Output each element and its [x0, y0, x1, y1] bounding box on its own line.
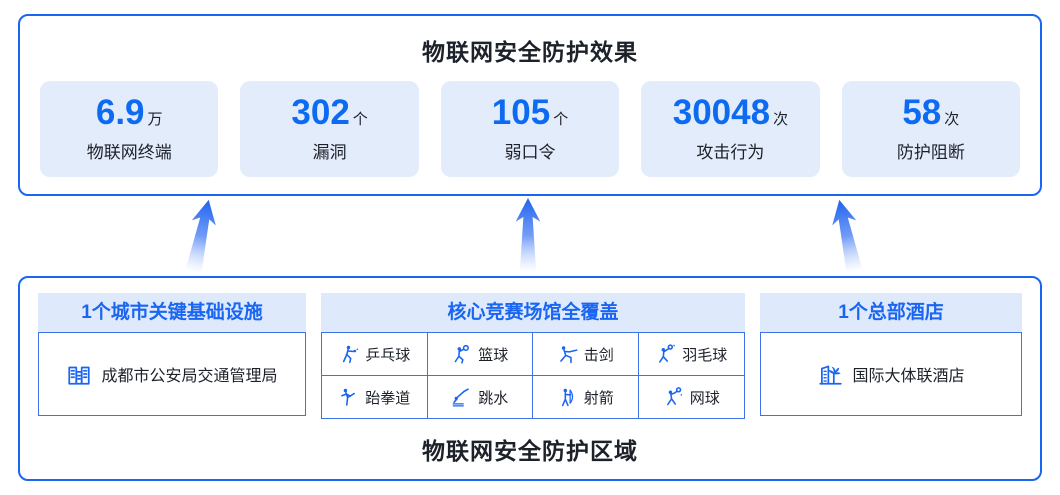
hotel-icon — [817, 361, 843, 387]
sport-cell-archery: 射箭 — [533, 376, 639, 418]
stat-unit: 次 — [773, 111, 789, 128]
stat-card-blocks: 58 次 防护阻断 — [841, 81, 1021, 177]
stat-card-iot-terminals: 6.9 万 物联网终端 — [40, 81, 219, 177]
sport-cell-fencing: 击剑 — [533, 333, 639, 376]
sport-label: 篮球 — [478, 346, 509, 364]
building-icon — [66, 361, 92, 387]
up-arrow-icon — [171, 194, 232, 278]
zone-header: 1个城市关键基础设施 — [38, 293, 306, 332]
sport-label: 跳水 — [478, 389, 509, 407]
zones-row: 1个城市关键基础设施 成都市公安局交通管理局 核心竞赛场馆全覆盖 — [20, 278, 1040, 419]
sports-grid: 乒乓球 篮球 — [321, 332, 745, 419]
diving-icon — [451, 387, 472, 408]
stat-unit: 万 — [147, 111, 163, 128]
protection-effect-title: 物联网安全防护效果 — [422, 39, 638, 65]
table-tennis-icon — [338, 344, 359, 365]
stat-label: 攻击行为 — [696, 143, 765, 162]
sport-cell-diving: 跳水 — [428, 376, 533, 418]
tennis-icon — [663, 386, 684, 408]
stat-card-vulnerabilities: 302 个 漏洞 — [240, 81, 419, 177]
stats-row: 6.9 万 物联网终端 302 个 漏洞 105 个 弱口令 30048 次 攻… — [20, 81, 1040, 177]
badminton-icon — [655, 343, 676, 365]
stat-value: 302 — [291, 93, 350, 132]
protection-area-title: 物联网安全防护区域 — [422, 438, 638, 464]
sport-cell-badminton: 羽毛球 — [638, 333, 744, 376]
protection-effect-panel: 物联网安全防护效果 6.9 万 物联网终端 302 个 漏洞 105 个 弱口令 — [18, 14, 1042, 196]
zone-headquarters-hotel: 1个总部酒店 国际大体联酒店 — [760, 293, 1022, 419]
protection-area-panel: 1个城市关键基础设施 成都市公安局交通管理局 核心竞赛场馆全覆盖 — [18, 276, 1042, 481]
stat-unit: 个 — [352, 111, 368, 128]
sport-label: 乒乓球 — [365, 346, 411, 364]
stat-value: 105 — [491, 93, 551, 132]
sport-label: 跆拳道 — [365, 389, 411, 407]
sport-cell-table-tennis: 乒乓球 — [322, 333, 428, 376]
sport-cell-tennis: 网球 — [639, 376, 745, 418]
zone-competition-venues: 核心竞赛场馆全覆盖 乒乓球 — [321, 293, 745, 419]
zone-item-label: 成都市公安局交通管理局 — [101, 368, 278, 385]
up-arrow-icon — [817, 194, 878, 278]
stat-label: 漏洞 — [312, 143, 347, 162]
stat-label: 防护阻断 — [896, 143, 965, 162]
stat-value: 6.9 — [95, 93, 145, 132]
zone-header: 核心竞赛场馆全覆盖 — [321, 293, 745, 332]
stat-card-weak-passwords: 105 个 弱口令 — [440, 81, 620, 177]
taekwondo-icon — [338, 387, 359, 408]
stat-label: 物联网终端 — [86, 143, 172, 162]
stat-unit: 次 — [944, 111, 960, 128]
sport-label: 网球 — [689, 389, 720, 407]
stat-label: 弱口令 — [504, 143, 556, 162]
fencing-icon — [557, 344, 578, 365]
sport-label: 击剑 — [583, 346, 614, 364]
sport-cell-basketball: 篮球 — [427, 333, 533, 376]
sport-label: 羽毛球 — [682, 346, 728, 364]
sport-label: 射箭 — [583, 389, 614, 407]
zone-item: 成都市公安局交通管理局 — [38, 332, 306, 416]
stat-unit: 个 — [553, 111, 569, 128]
zone-header: 1个总部酒店 — [760, 293, 1022, 332]
stat-value: 30048 — [672, 93, 771, 132]
sport-cell-taekwondo: 跆拳道 — [322, 376, 428, 418]
stat-value: 58 — [902, 93, 942, 132]
stat-card-attacks: 30048 次 攻击行为 — [641, 81, 820, 177]
archery-icon — [557, 387, 578, 408]
basketball-icon — [451, 344, 472, 365]
zone-item-label: 国际大体联酒店 — [852, 368, 965, 385]
zone-city-infrastructure: 1个城市关键基础设施 成都市公安局交通管理局 — [38, 293, 306, 419]
up-arrow-icon — [505, 197, 551, 273]
zone-item: 国际大体联酒店 — [760, 332, 1022, 416]
